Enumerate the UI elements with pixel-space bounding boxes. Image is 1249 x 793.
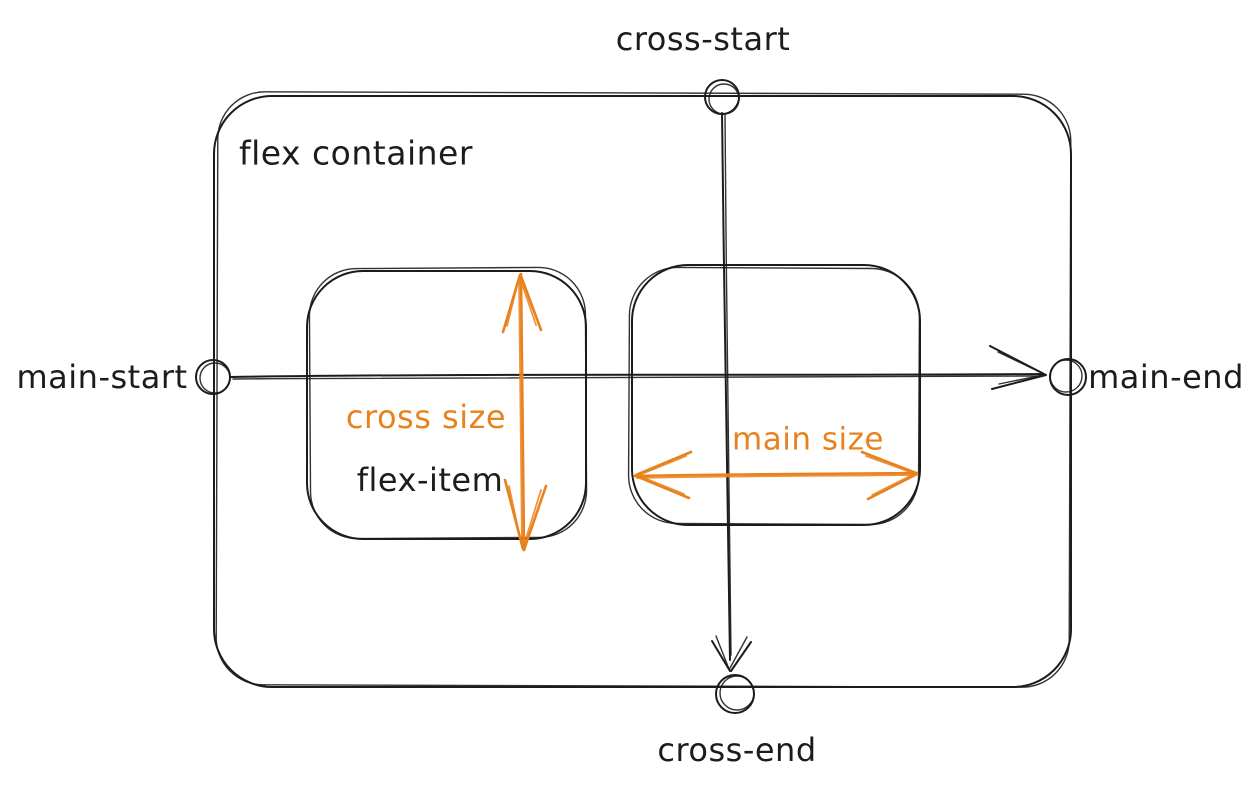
cross-end-point [715, 674, 755, 714]
main-start-point [195, 359, 231, 395]
flex-item-label: flex-item [356, 461, 504, 499]
cross-size-arrow [501, 272, 548, 552]
cross-end-label: cross-end [657, 731, 817, 769]
main-size-arrow [633, 450, 919, 501]
flex-item-right-box [627, 264, 921, 526]
main-end-point [1049, 358, 1087, 396]
main-end-label: main-end [1088, 358, 1244, 396]
main-size-label: main size [732, 421, 884, 458]
main-start-label: main-start [16, 358, 188, 396]
cross-axis-arrow [711, 112, 752, 672]
flex-container-label: flex container [239, 133, 473, 173]
cross-start-label: cross-start [615, 20, 791, 58]
flex-item-left-box [306, 266, 588, 540]
main-axis-arrow [230, 345, 1047, 390]
flex-container-box [213, 91, 1072, 688]
cross-size-label: cross size [345, 398, 507, 436]
cross-start-point [704, 79, 740, 115]
